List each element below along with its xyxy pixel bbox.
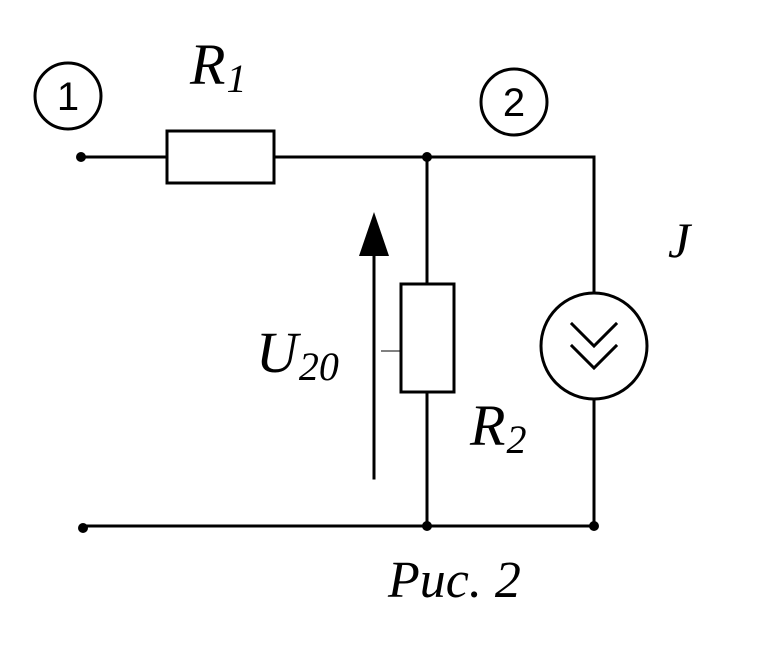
current-source-label: J <box>668 212 693 268</box>
figure-caption: Рис. 2 <box>387 552 521 609</box>
current-source-arrow-lower <box>569 343 619 371</box>
junction-bottom-middle-dot <box>422 521 432 531</box>
terminal-top-dot <box>76 152 86 162</box>
r1-label-symbol: R <box>189 32 225 97</box>
voltage-arrow-head <box>359 212 389 256</box>
r1-label-subscript: 1 <box>226 56 246 101</box>
voltage-label-subscript: 20 <box>299 344 339 389</box>
r2-label: R2 <box>469 393 526 462</box>
r1-label: R1 <box>189 32 246 101</box>
node-2-label: 2 <box>503 81 525 125</box>
terminal-bottom-dot <box>78 523 88 533</box>
resistor-r2 <box>399 282 456 394</box>
node-2-circle <box>479 67 549 137</box>
node-1-label: 1 <box>57 75 79 119</box>
voltage-label: U20 <box>256 320 339 389</box>
resistor-r1 <box>165 129 276 185</box>
junction-top-dot <box>422 152 432 162</box>
r2-label-subscript: 2 <box>506 417 526 462</box>
current-source-arrow-upper <box>569 321 619 349</box>
voltage-label-symbol: U <box>256 320 302 385</box>
node-1-circle <box>33 61 103 131</box>
r2-label-symbol: R <box>469 393 505 458</box>
junction-bottom-right-dot <box>589 521 599 531</box>
